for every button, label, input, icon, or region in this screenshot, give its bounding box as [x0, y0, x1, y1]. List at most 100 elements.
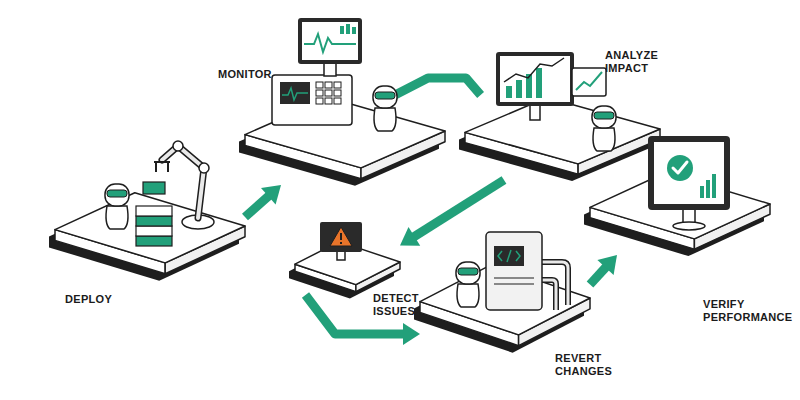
platform-top	[590, 173, 770, 239]
platform-slab	[295, 240, 400, 295]
server-vent	[494, 284, 534, 285]
code-chevron	[498, 251, 502, 261]
platform-top	[420, 265, 590, 335]
monitor-screen	[302, 22, 358, 60]
robot	[105, 184, 129, 229]
verify-station	[648, 136, 730, 230]
monitor-frame	[496, 52, 574, 106]
platform-slab	[590, 170, 770, 255]
arrow-head	[400, 227, 420, 246]
analyze-station	[496, 52, 616, 151]
flow-line	[395, 78, 481, 95]
step-label: REVERT CHANGES	[555, 352, 621, 378]
monitor-screen	[500, 56, 570, 102]
server-vent	[494, 278, 534, 279]
arrow-head	[403, 323, 420, 345]
chart-bar	[700, 186, 704, 198]
key	[325, 82, 332, 88]
monitor-frame	[648, 136, 730, 210]
robot	[456, 262, 480, 307]
check-circle	[667, 155, 693, 181]
arm-base	[182, 215, 214, 229]
step-label: ANALYZE IMPACT	[605, 49, 667, 75]
monitor-screen	[654, 142, 724, 204]
flow-arrow	[245, 185, 281, 217]
arm-joint	[199, 163, 209, 173]
keypad	[316, 82, 341, 104]
monitor-stand	[530, 104, 540, 120]
platform-slab	[465, 95, 660, 180]
monitor-frame	[320, 222, 362, 252]
code-slash	[507, 250, 511, 262]
flow-line	[590, 265, 608, 285]
chart-bar	[536, 68, 542, 98]
platform-node: MONITOR	[245, 95, 445, 185]
warning-dot	[340, 242, 342, 244]
platform-node: REVERT CHANGES	[420, 262, 590, 352]
platform-node: VERIFY PERFORMANCE	[590, 170, 770, 255]
pipe	[540, 262, 568, 305]
console-body	[272, 75, 352, 125]
arrow-head	[261, 185, 281, 205]
console-screen	[280, 82, 310, 104]
flow-arrow	[400, 180, 504, 246]
arm-claw	[154, 162, 170, 172]
monitor-stand	[324, 62, 336, 76]
platform-top	[55, 193, 245, 263]
key	[316, 82, 323, 88]
key	[325, 98, 332, 104]
step-label: DEPLOY	[65, 293, 135, 306]
chart-bar	[526, 74, 532, 98]
platform-slab	[245, 95, 445, 185]
deploy-station	[105, 141, 214, 246]
monitor-station	[272, 18, 397, 131]
revert-station	[456, 232, 568, 310]
monitor-stand	[337, 250, 345, 260]
monitor-foot	[673, 222, 705, 230]
pipe	[540, 280, 556, 310]
check-mark	[673, 162, 687, 173]
step-label: VERIFY PERFORMANCE	[703, 298, 795, 324]
stack-block	[136, 226, 172, 236]
key	[316, 98, 323, 104]
chart-bar	[346, 24, 350, 34]
warning-triangle	[330, 227, 352, 246]
platform-node: DEPLOY	[55, 190, 245, 280]
key	[325, 90, 332, 96]
stack-block	[136, 236, 172, 246]
chart-bar	[352, 27, 356, 34]
pipe-outline	[540, 280, 556, 310]
platform-node: DETECT ISSUES	[295, 240, 400, 295]
pulse-line	[282, 88, 308, 100]
held-block	[143, 182, 165, 194]
stack-block	[136, 216, 172, 226]
flow-line	[245, 194, 271, 217]
arrow-head	[597, 255, 617, 275]
heartbeat-line	[304, 34, 356, 52]
flow-arrow	[590, 255, 617, 285]
monitor-frame	[298, 18, 362, 64]
chart-bar	[706, 180, 710, 198]
chart-bar	[516, 80, 522, 98]
platform-top	[465, 98, 660, 164]
detect-station	[320, 222, 362, 260]
flow-arrow	[395, 78, 481, 95]
flow-line	[411, 180, 504, 239]
key	[334, 98, 341, 104]
warning-mark	[340, 233, 342, 240]
code-chevron	[516, 251, 520, 261]
arm-joint	[173, 141, 183, 151]
stack-block	[136, 206, 172, 216]
side-screen	[572, 68, 606, 96]
step-label: MONITOR	[218, 68, 288, 81]
platform-node: ANALYZE IMPACT	[465, 95, 660, 180]
platform-top	[245, 98, 445, 168]
chart-bar	[506, 86, 512, 98]
server-box	[486, 232, 542, 310]
platform-slab	[420, 262, 590, 352]
robot-arm	[162, 146, 204, 218]
key	[316, 90, 323, 96]
code-screen	[494, 246, 524, 266]
monitor-stand	[683, 208, 695, 224]
